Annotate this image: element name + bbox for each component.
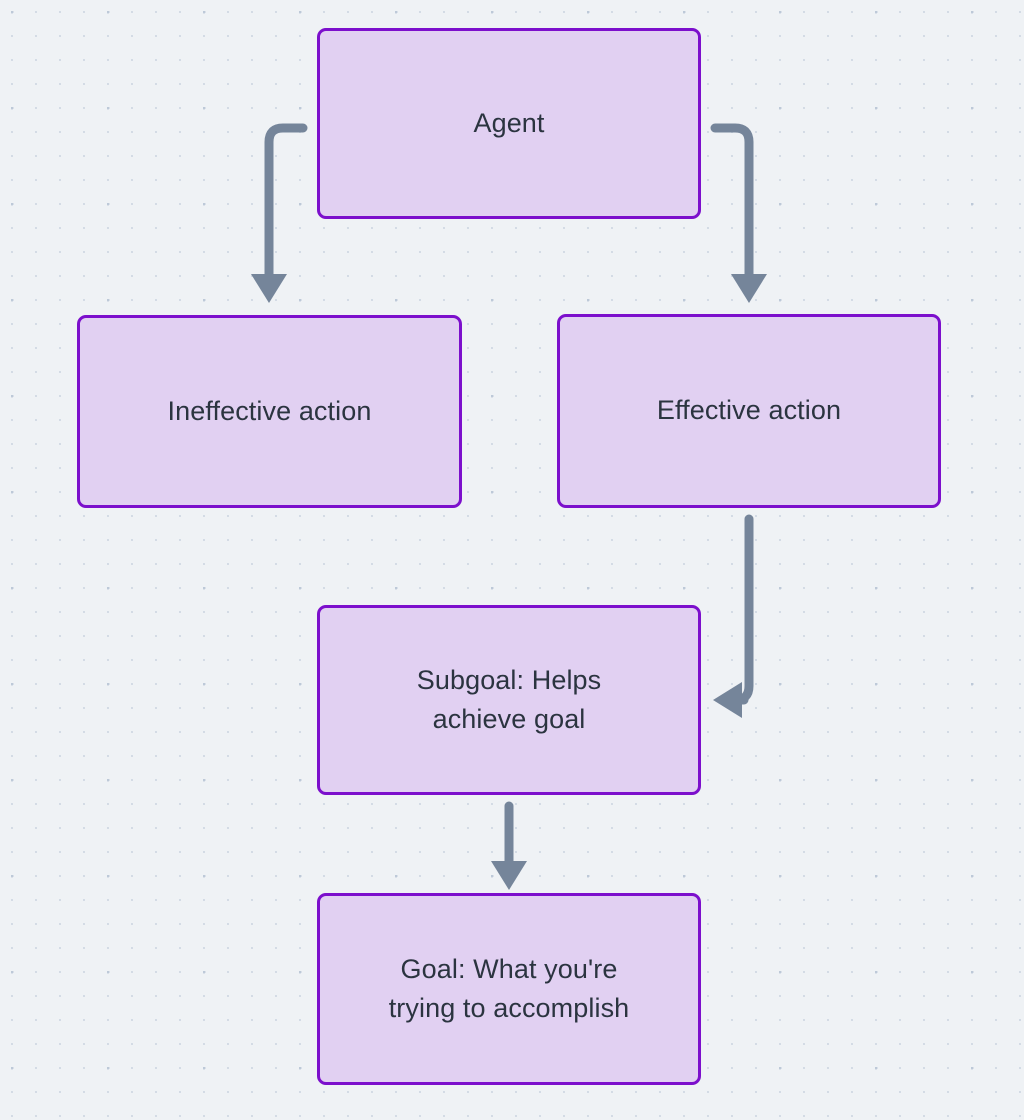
node-subgoal[interactable]: Subgoal: Helps achieve goal	[317, 605, 701, 795]
node-ineffective-action[interactable]: Ineffective action	[77, 315, 462, 508]
node-agent-label: Agent	[473, 107, 545, 138]
node-agent[interactable]: Agent	[317, 28, 701, 219]
node-goal-label: Goal: What you're trying to accomplish	[388, 953, 630, 1023]
node-subgoal-label: Subgoal: Helps achieve goal	[416, 664, 602, 734]
node-effective-action-label: Effective action	[656, 395, 842, 426]
node-effective-action[interactable]: Effective action	[557, 314, 941, 508]
edge-subgoal-to-goal	[491, 801, 527, 890]
node-ineffective-action-label: Ineffective action	[167, 395, 372, 426]
node-goal[interactable]: Goal: What you're trying to accomplish	[317, 893, 701, 1085]
edge-agent-to-effective	[710, 123, 767, 303]
edge-effective-to-subgoal	[713, 514, 754, 718]
edge-agent-to-ineffective	[251, 123, 308, 303]
